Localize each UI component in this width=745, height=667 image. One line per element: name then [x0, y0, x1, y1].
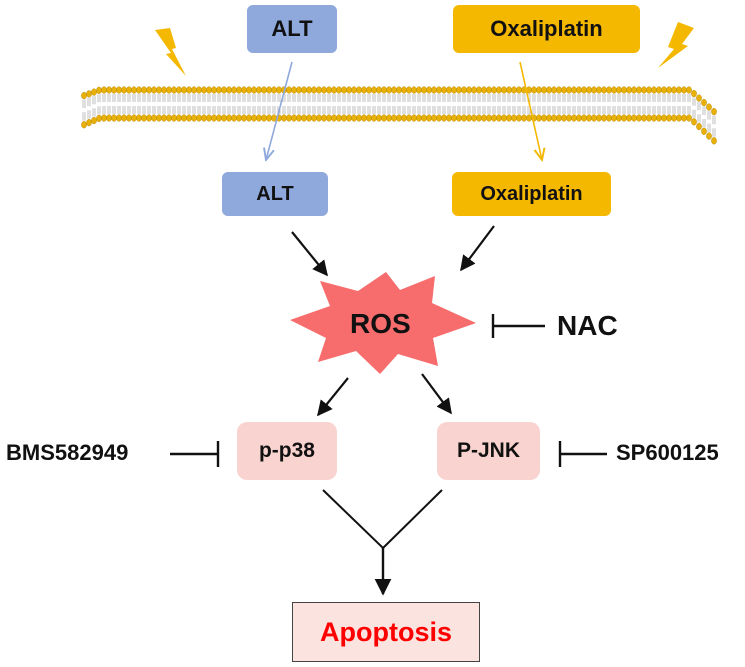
ros-burst [290, 272, 476, 374]
lightning-icon [155, 28, 186, 76]
lightning-icon [658, 22, 694, 68]
cell-membrane [81, 86, 717, 145]
alt-intracellular-label: ALT [256, 182, 294, 205]
p-p38-label: p-p38 [258, 439, 315, 462]
apoptosis-label: Apoptosis [320, 616, 452, 647]
oxaliplatin-extracellular-box: Oxaliplatin [453, 5, 640, 53]
alt-uptake-arrow [266, 61, 293, 160]
oxaliplatin-intracellular-label: Oxaliplatin [480, 182, 583, 205]
jnk-convergence-line [382, 489, 443, 549]
oxaliplatin-intracellular-box: Oxaliplatin [452, 172, 611, 216]
sp600125-label: SP600125 [616, 440, 719, 465]
p-jnk-box: P-JNK [437, 422, 540, 480]
oxaliplatin-extracellular-label: Oxaliplatin [490, 16, 603, 41]
alt-extracellular-box: ALT [247, 5, 337, 53]
p-p38-box: p-p38 [237, 422, 337, 480]
oxaliplatin-to-ros-arrow [460, 225, 495, 272]
nac-label: NAC [557, 310, 618, 341]
ros-to-p38-arrow [317, 377, 349, 417]
p-jnk-label: P-JNK [456, 439, 520, 462]
alt-intracellular-box: ALT [222, 172, 328, 216]
alt-extracellular-label: ALT [271, 16, 313, 41]
alt-to-ros-arrow [291, 231, 328, 277]
bms582949-label: BMS582949 [6, 440, 129, 465]
p38-convergence-line [322, 489, 384, 549]
apoptosis-box: Apoptosis [292, 602, 480, 662]
oxaliplatin-uptake-arrow [519, 61, 542, 160]
ros-label: ROS [350, 308, 411, 339]
ros-to-jnk-arrow [421, 373, 452, 415]
